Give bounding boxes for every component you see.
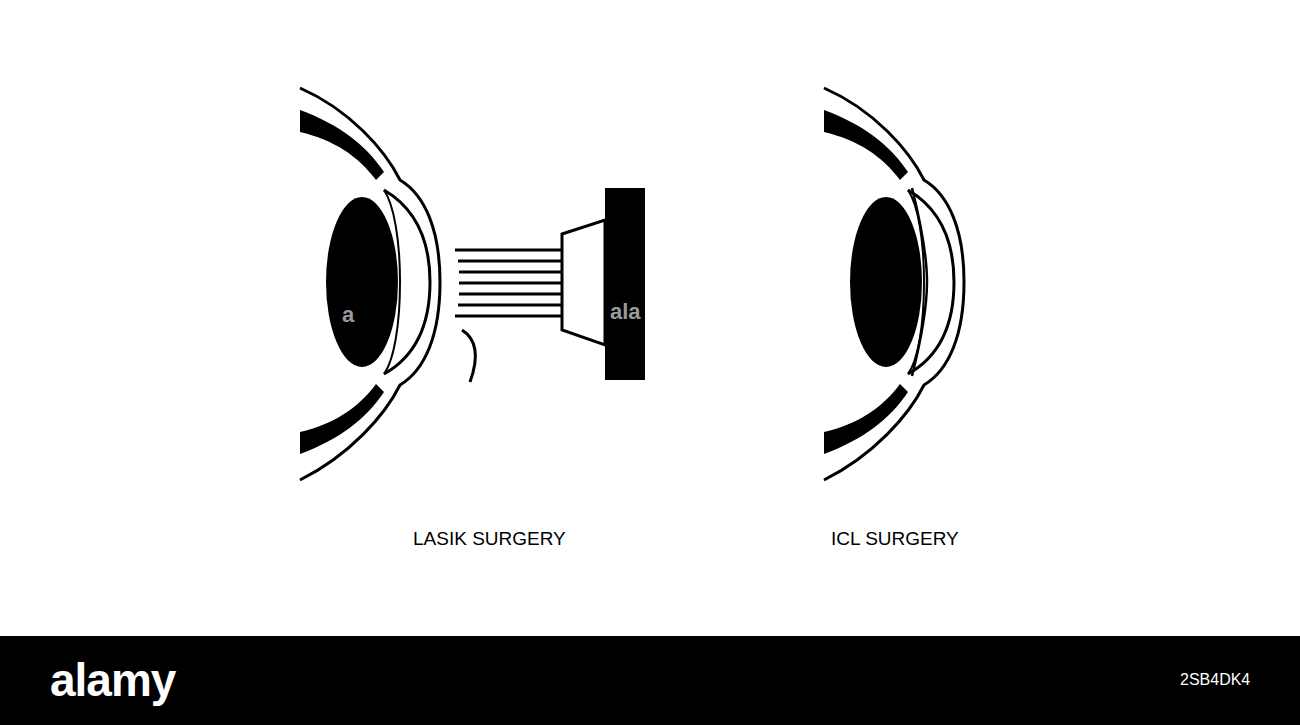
icl-eye — [824, 88, 964, 480]
procedure-label: LASIK SURGERY — [413, 529, 566, 548]
procedure-label: ICL SURGERY — [831, 529, 959, 548]
corneal-flap — [462, 330, 475, 382]
implantable-lens — [912, 188, 927, 376]
watermark: a — [342, 304, 354, 326]
laser-beams — [455, 250, 562, 316]
image-id: 2SB4DK4 — [1180, 672, 1250, 688]
laser-head — [562, 220, 605, 345]
watermark-logo: alamy — [50, 657, 175, 703]
laser-device — [605, 188, 645, 380]
footer-bar — [0, 636, 1300, 725]
lasik-eye — [300, 88, 440, 480]
watermark: ala — [610, 301, 641, 323]
